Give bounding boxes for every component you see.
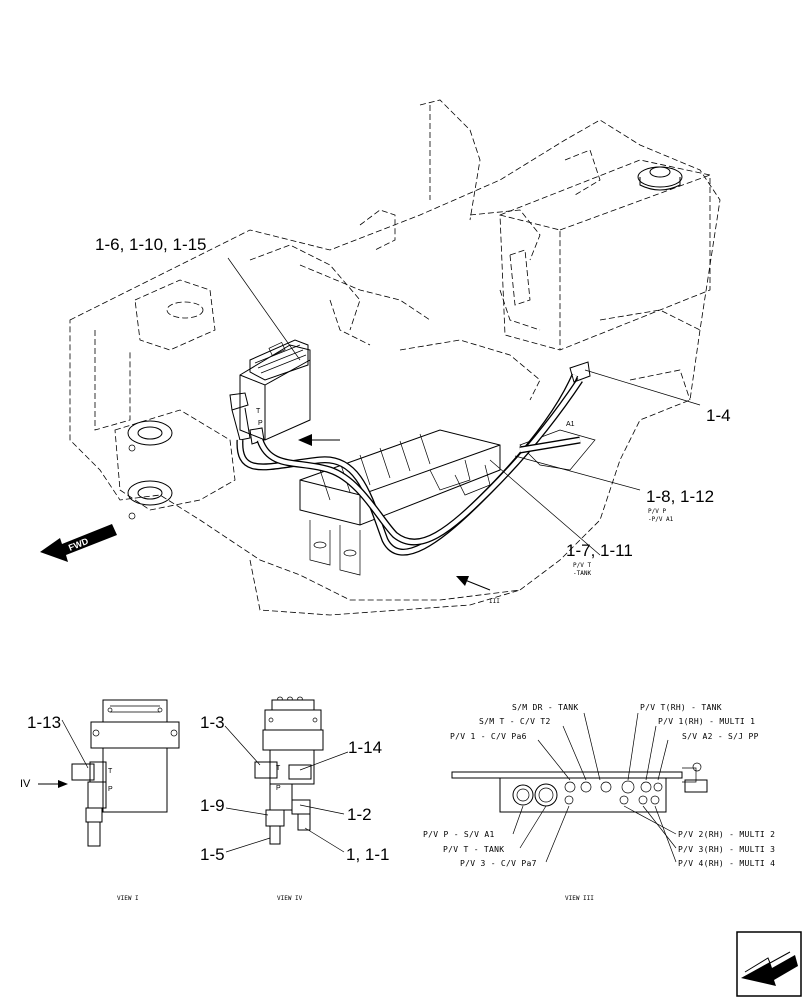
control-valve-bank [299, 429, 596, 576]
callout-1-8-sub2: -P/V A1 [648, 516, 674, 523]
view-i-port-t: T [108, 768, 113, 775]
view-iii-caption: VIEW III [565, 895, 594, 902]
view-iii-top-label-6: S/V A2 - S/J PP [682, 732, 759, 741]
view-iv: T P 1-3 1-14 1-9 1-2 1-5 1, 1-1 VIEW IV [200, 696, 389, 902]
view-iii-top-label-3: P/V 1 - C/V Pa6 [450, 732, 527, 741]
upper-frame-outline [69, 99, 721, 616]
view-iii-bottom-label-4: P/V 2(RH) - MULTI 2 [678, 830, 775, 839]
view-iii-top-label-1: S/M DR - TANK [512, 703, 579, 712]
next-page-arrow-icon[interactable] [736, 931, 802, 997]
flow-arrow [298, 434, 340, 446]
callout-1-13: 1-13 [27, 713, 61, 732]
view-iv-port-t: T [276, 765, 281, 772]
callout-1-9: 1-9 [200, 796, 225, 815]
view-iii-bottom-label-2: P/V T - TANK [443, 845, 504, 854]
view-iv-caption: VIEW IV [277, 895, 303, 902]
callout-1-1-1: 1, 1-1 [346, 845, 389, 864]
callout-1-7-1-11: 1-7, 1-11 [566, 541, 633, 560]
main-assembly-view: III FWD T P A1 1-6, 1-10, 1-15 1-4 1-8, … [40, 99, 731, 616]
callout-1-7-sub1: P/V T [573, 562, 591, 569]
hoses [236, 361, 591, 556]
callout-1-2: 1-2 [347, 805, 372, 824]
callout-1-5: 1-5 [200, 845, 225, 864]
boom-foot-bosses [114, 409, 236, 520]
callout-1-3: 1-3 [200, 713, 225, 732]
view-i-roman-iv: IV [20, 778, 31, 790]
callout-1-4: 1-4 [706, 406, 731, 425]
hydraulic-tank [499, 159, 711, 351]
port-t-main: T [256, 408, 261, 415]
view-iii-marker: III [489, 598, 500, 605]
callout-1-6-1-10-1-15: 1-6, 1-10, 1-15 [95, 235, 207, 254]
view-i-caption: VIEW I [117, 895, 139, 902]
port-a1-main: A1 [566, 421, 575, 428]
callout-1-8-1-12: 1-8, 1-12 [646, 487, 714, 506]
port-p-main: P [258, 420, 263, 427]
callout-1-14: 1-14 [348, 738, 382, 757]
view-i: T P 1-13 IV VIEW I [20, 699, 180, 902]
view-iii-arrow: III [456, 576, 500, 605]
view-iv-port-p: P [276, 785, 281, 792]
view-iii-bottom-label-1: P/V P - S/V A1 [423, 830, 495, 839]
view-iii-top-label-4: P/V T(RH) - TANK [640, 703, 722, 712]
view-iii-bottom-label-5: P/V 3(RH) - MULTI 3 [678, 845, 775, 854]
callout-1-7-sub2: -TANK [573, 570, 591, 577]
view-iii: S/M DR - TANK S/M T - C/V T2 P/V 1 - C/V… [423, 703, 775, 902]
leader-lines [227, 257, 701, 556]
view-iii-top-label-2: S/M T - C/V T2 [479, 717, 551, 726]
view-iii-bottom-label-3: P/V 3 - C/V Pa7 [460, 859, 537, 868]
view-iii-top-label-5: P/V 1(RH) - MULTI 1 [658, 717, 755, 726]
pilot-valve [229, 339, 311, 445]
fwd-arrow: FWD [40, 524, 117, 562]
callout-1-8-sub1: P/V P [648, 508, 666, 515]
view-i-port-p: P [108, 786, 113, 793]
fwd-label: FWD [67, 536, 90, 553]
view-iii-bottom-label-6: P/V 4(RH) - MULTI 4 [678, 859, 775, 868]
